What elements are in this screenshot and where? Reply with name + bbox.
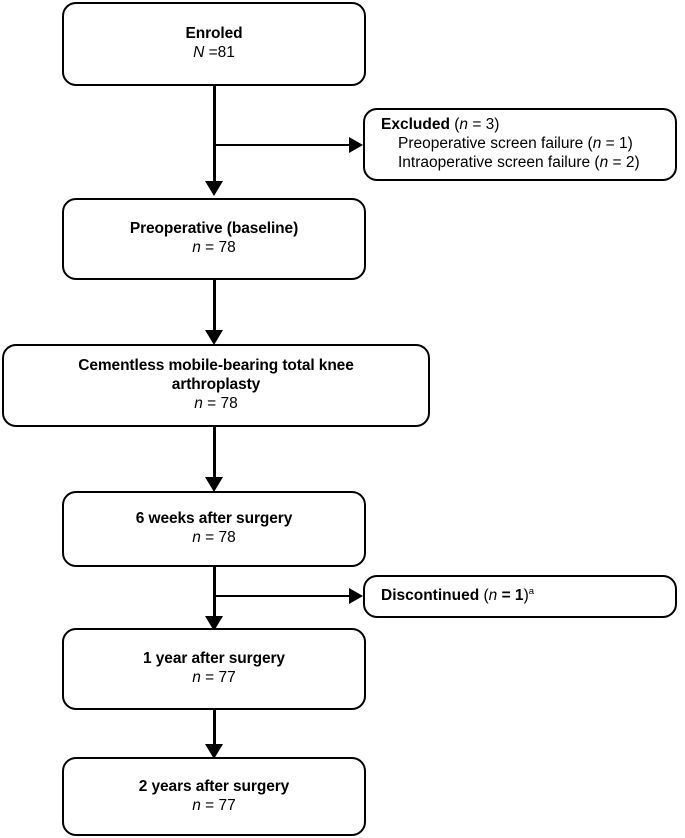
node-arthroplasty-count-value: = 78 (202, 394, 238, 412)
node-six-weeks: 6 weeks after surgery n = 78 (62, 491, 366, 567)
connector-branch-to-discontinued (214, 595, 357, 597)
connector-six-weeks-down (213, 567, 216, 618)
node-discontinued-label: Discontinued (381, 587, 480, 605)
symbol-n: n (192, 796, 201, 814)
arrowhead-to-discontinued (349, 588, 363, 604)
node-six-weeks-count-value: = 78 (200, 529, 236, 546)
connector-preoperative-down (213, 280, 216, 332)
node-enroled-title: Enroled (185, 25, 243, 43)
node-one-year: 1 year after surgery n = 77 (62, 628, 366, 710)
node-discontinued-count: = 1 (497, 587, 524, 605)
node-excluded-reason-2: Intraoperative screen failure (n = 2) (381, 154, 640, 173)
node-excluded-count: = 3) (468, 116, 500, 134)
node-discontinued-header: Discontinued (n = 1)a (381, 587, 534, 606)
connector-arthroplasty-down (213, 427, 216, 479)
node-enroled: Enroled N =81 (62, 2, 366, 86)
symbol-n: n (192, 239, 201, 256)
node-discontinued-close: ) (523, 587, 529, 605)
reason-1-count: = 1) (601, 135, 633, 153)
node-two-years-count-value: = 77 (200, 796, 236, 814)
reason-1-text: Preoperative screen failure ( (398, 135, 593, 153)
symbol-n: n (488, 587, 498, 605)
node-arthroplasty-title-line1: Cementless mobile-bearing total knee (78, 357, 354, 375)
connector-enroled-down (213, 86, 216, 182)
arrowhead-preoperative-to-arthroplasty (205, 330, 223, 345)
arrowhead-enroled-to-preoperative (205, 181, 223, 196)
arrowhead-one-year-to-two-years (205, 744, 223, 759)
node-preoperative-title: Preoperative (baseline) (129, 220, 299, 238)
node-enroled-count-value: =81 (204, 44, 235, 61)
symbol-N: N (193, 44, 205, 61)
arrowhead-to-excluded (349, 137, 363, 153)
symbol-n: n (194, 394, 203, 412)
symbol-n: n (592, 135, 602, 153)
node-preoperative-count-value: = 78 (200, 239, 236, 256)
connector-branch-to-excluded (214, 144, 357, 146)
node-arthroplasty: Cementless mobile-bearing total knee art… (2, 344, 430, 427)
node-two-years-title: 2 years after surgery (138, 777, 290, 795)
connector-one-year-down (213, 710, 216, 746)
node-excluded-reason-1: Preoperative screen failure (n = 1) (381, 135, 633, 154)
node-excluded-open: ( (449, 116, 460, 134)
reason-2-text: Intraoperative screen failure ( (398, 153, 600, 171)
arrowhead-arthroplasty-to-six-weeks (205, 477, 223, 492)
node-excluded-label: Excluded (381, 116, 450, 134)
node-preoperative-count: n = 78 (192, 239, 236, 258)
footnote-marker-a: a (528, 585, 535, 597)
node-two-years: 2 years after surgery n = 77 (62, 757, 366, 836)
node-one-year-count: n = 77 (192, 669, 236, 688)
symbol-n: n (192, 669, 201, 686)
node-excluded-header: Excluded (n = 3) (381, 116, 499, 135)
symbol-n: n (459, 116, 469, 134)
node-discontinued-open: ( (479, 587, 489, 605)
symbol-n: n (599, 153, 609, 171)
node-arthroplasty-title-line2: arthroplasty (171, 376, 261, 394)
reason-2-count: = 2) (608, 153, 640, 171)
symbol-n: n (192, 529, 201, 546)
node-preoperative-baseline: Preoperative (baseline) n = 78 (62, 198, 366, 280)
node-enroled-count: N =81 (193, 44, 235, 63)
arrowhead-six-weeks-to-one-year (205, 616, 223, 631)
node-two-years-count: n = 77 (192, 797, 236, 816)
node-discontinued: Discontinued (n = 1)a (363, 575, 677, 618)
node-arthroplasty-count: n = 78 (194, 395, 238, 414)
node-six-weeks-count: n = 78 (192, 529, 236, 548)
node-excluded: Excluded (n = 3) Preoperative screen fai… (363, 108, 677, 181)
node-one-year-count-value: = 77 (200, 669, 236, 686)
node-six-weeks-title: 6 weeks after surgery (135, 510, 293, 528)
node-one-year-title: 1 year after surgery (143, 650, 285, 668)
